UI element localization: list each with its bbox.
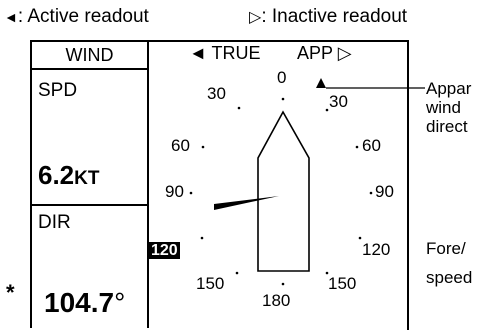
scale-dot-60-stbd bbox=[355, 145, 359, 149]
speed-value: 6.2 bbox=[38, 160, 75, 190]
scale-label-120-stbd: 120 bbox=[362, 240, 391, 259]
fore-speed-callout: Fore/ speed bbox=[426, 234, 472, 292]
callout-line-3: direct bbox=[426, 117, 468, 136]
scale-dot-30-stbd bbox=[325, 108, 329, 112]
scale-label-30-stbd: 30 bbox=[329, 92, 348, 111]
scale-label-60-stbd: 60 bbox=[362, 136, 381, 155]
wind-readout-panel: WIND SPD 6.2KT DIR 104.7° bbox=[30, 40, 149, 328]
active-readout-symbol: ◄ bbox=[4, 9, 18, 25]
scale-dot-150-port bbox=[235, 271, 239, 275]
direction-marker: * bbox=[6, 280, 15, 305]
inactive-readout-symbol: ▷ bbox=[249, 9, 262, 26]
scale-label-0: 0 bbox=[277, 68, 287, 87]
legend-inactive: ▷: Inactive readout bbox=[249, 6, 407, 28]
callout-fore-line-2: speed bbox=[426, 268, 473, 287]
scale-dot-0 bbox=[281, 97, 285, 101]
scale-dot-120-stbd bbox=[358, 236, 362, 240]
scale-label-120-port: 120 bbox=[149, 242, 180, 260]
scale-label-60-port: 60 bbox=[171, 136, 190, 155]
callout-fore-line-1: Fore/ bbox=[426, 239, 466, 258]
highlighted-bearing: 120 bbox=[149, 242, 180, 259]
active-readout-text: : Active readout bbox=[17, 6, 149, 27]
callout-line-2: wind bbox=[426, 98, 461, 117]
callout-line-1: Appar bbox=[426, 79, 472, 98]
scale-dot-150-stbd bbox=[325, 271, 329, 275]
direction-unit: ° bbox=[114, 287, 126, 318]
scale-dot-120-port bbox=[200, 236, 204, 240]
scale-label-150-port: 150 bbox=[196, 274, 225, 293]
scale-label-180: 180 bbox=[262, 291, 291, 310]
direction-label: DIR bbox=[38, 212, 71, 233]
speed-readout: 6.2KT bbox=[38, 160, 99, 191]
scale-label-30-port: 30 bbox=[207, 84, 226, 103]
scale-label-90-port: 90 bbox=[165, 182, 184, 201]
ship-outline bbox=[257, 110, 310, 272]
true-mode-indicator: ◄ TRUE bbox=[189, 43, 261, 63]
scale-dot-60-port bbox=[201, 145, 205, 149]
inactive-readout-text: : Inactive readout bbox=[261, 6, 408, 27]
wind-dial-frame bbox=[149, 40, 409, 330]
scale-dot-180 bbox=[281, 282, 285, 286]
direction-readout: 104.7° bbox=[44, 287, 125, 319]
scale-dot-90-stbd bbox=[369, 191, 373, 195]
scale-dot-30-port bbox=[237, 106, 241, 110]
app-mode-indicator: APP ▷ bbox=[297, 43, 352, 63]
wind-direction-needle bbox=[214, 196, 279, 210]
speed-label: SPD bbox=[38, 80, 78, 101]
speed-unit: KT bbox=[74, 168, 100, 189]
panel-divider bbox=[32, 204, 147, 206]
scale-label-90-stbd: 90 bbox=[375, 182, 394, 201]
wind-header: WIND bbox=[32, 42, 147, 70]
scale-dot-90-port bbox=[189, 191, 193, 195]
scale-label-150-stbd: 150 bbox=[328, 274, 357, 293]
legend-active: ◄: Active readout bbox=[4, 6, 149, 28]
apparent-wind-callout: Appar wind direct bbox=[426, 79, 471, 136]
direction-value: 104.7 bbox=[44, 287, 115, 318]
apparent-wind-marker bbox=[316, 78, 326, 88]
